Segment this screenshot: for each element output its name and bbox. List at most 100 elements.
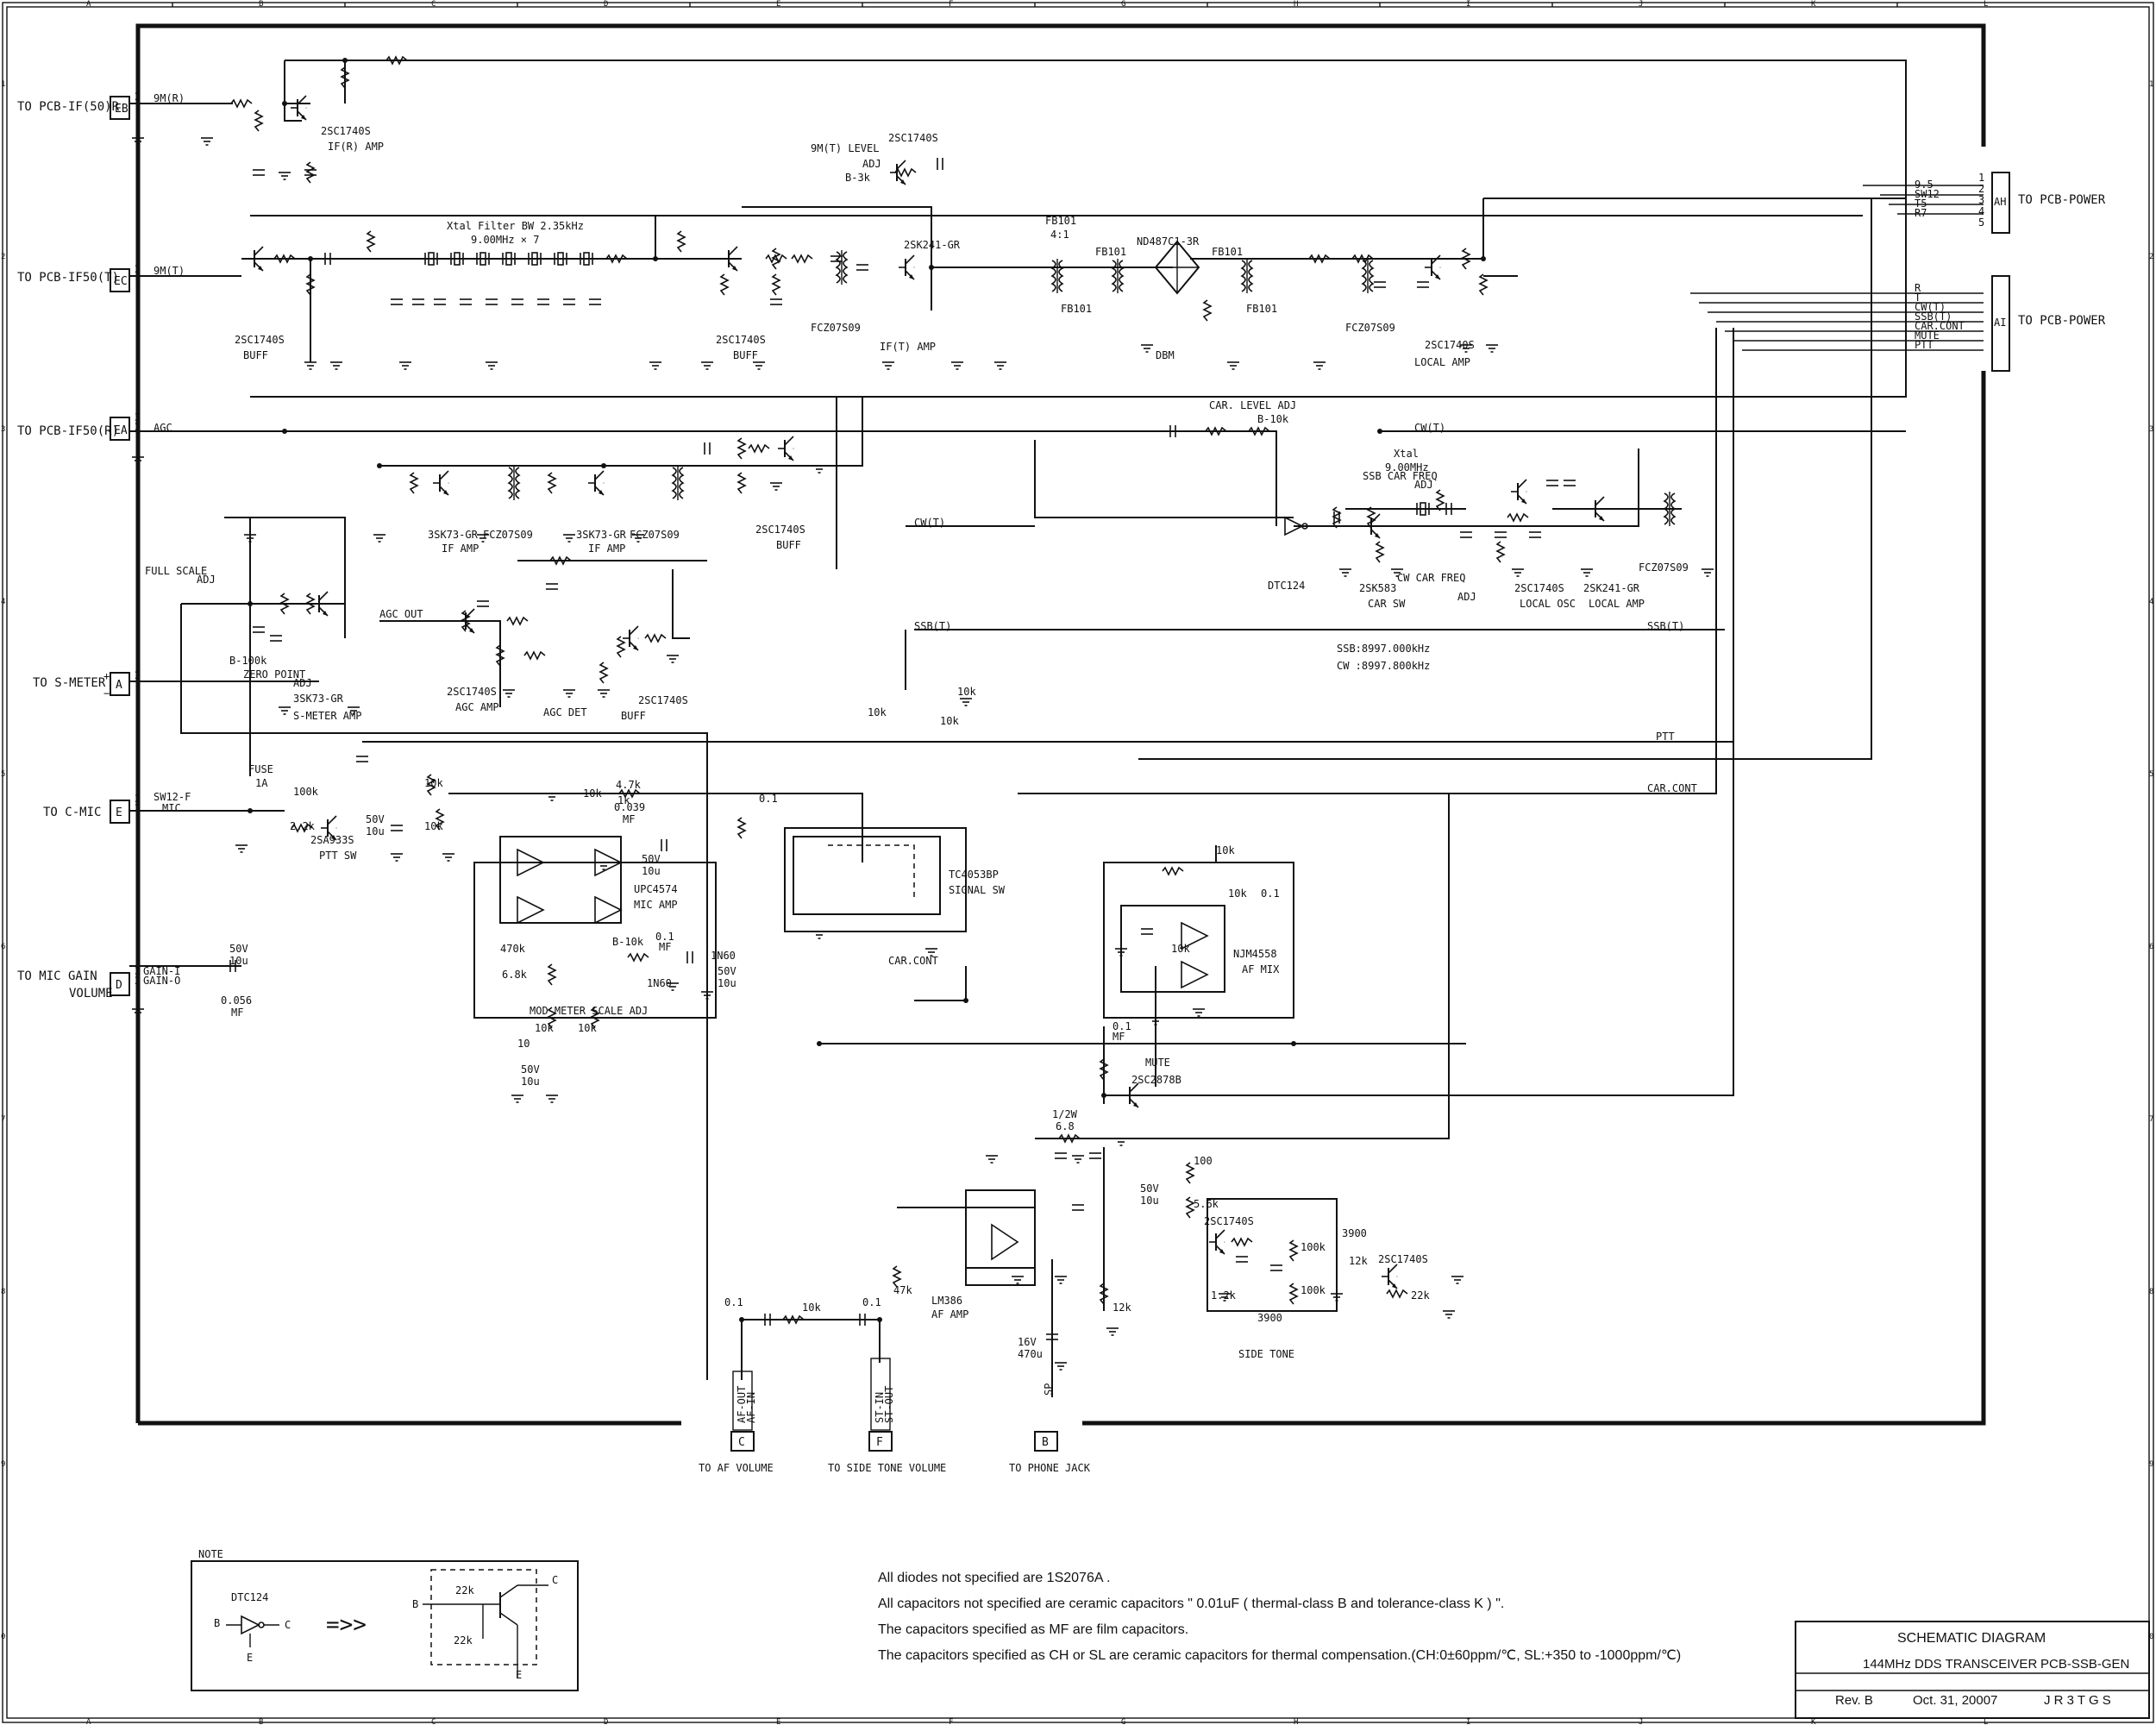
resistor-symbol [367, 230, 375, 253]
svg-text:10: 10 [517, 1038, 530, 1050]
resistor-symbol [1162, 867, 1184, 875]
svg-text:AGC AMP: AGC AMP [455, 701, 499, 713]
grid-row-right: 3 [2149, 425, 2153, 434]
resistor-symbol [548, 963, 556, 986]
ground-symbol [502, 689, 516, 698]
svg-text:AH: AH [1994, 196, 2006, 208]
junction-dot [377, 463, 382, 468]
svg-text:4:1: 4:1 [1050, 229, 1069, 241]
resistor-symbol [617, 636, 625, 658]
svg-text:4.7k: 4.7k [616, 779, 642, 791]
capacitor-symbol [661, 838, 667, 852]
svg-text:SW12-F: SW12-F [154, 791, 191, 803]
svg-text:2: 2 [135, 421, 141, 433]
svg-text:The capacitors specified as MF: The capacitors specified as MF are film … [878, 1622, 1188, 1637]
svg-text:16V: 16V [1018, 1336, 1037, 1348]
transistor-symbol [622, 625, 640, 651]
resistor-symbol [627, 953, 649, 962]
svg-text:10k: 10k [535, 1022, 554, 1034]
grid-row-left: 4 [1, 598, 5, 606]
svg-text:2SC1740S: 2SC1740S [321, 125, 371, 137]
svg-text:MF: MF [1112, 1031, 1125, 1043]
svg-text:2: 2 [135, 975, 141, 987]
ground-symbol [993, 361, 1007, 370]
svg-text:TO AF VOLUME: TO AF VOLUME [699, 1462, 774, 1474]
resistor-symbol [1203, 299, 1212, 322]
svg-text:BUFF: BUFF [621, 710, 646, 722]
svg-text:3: 3 [135, 411, 141, 423]
junction-dot [248, 601, 253, 606]
svg-text:IF AMP: IF AMP [442, 543, 479, 555]
svg-text:2: 2 [135, 263, 141, 275]
resistor-symbol [506, 617, 529, 625]
grid-row-left: 7 [1, 1115, 5, 1124]
svg-text:9M(R): 9M(R) [154, 92, 185, 104]
svg-text:9.5: 9.5 [1915, 179, 1934, 191]
dtc124-buffer: DTC124 [1268, 516, 1308, 592]
svg-text:1: 1 [135, 984, 141, 996]
svg-text:47k: 47k [893, 1284, 912, 1296]
capacitor-symbol [1494, 531, 1507, 538]
svg-text:FUSE: FUSE [248, 763, 273, 775]
svg-text:1: 1 [1978, 172, 1984, 184]
junction-dot [963, 998, 968, 1003]
svg-text:2: 2 [135, 669, 141, 681]
svg-text:1.2k: 1.2k [1211, 1289, 1237, 1302]
ground-symbol [1011, 1276, 1025, 1284]
svg-text:E: E [516, 1669, 522, 1681]
junction-dot [1101, 1093, 1106, 1098]
resistor-symbol [1186, 1162, 1194, 1184]
capacitor-symbol [1528, 531, 1542, 538]
svg-text:470k: 470k [500, 943, 526, 955]
svg-text:S-METER AMP: S-METER AMP [293, 710, 361, 722]
ground-symbol [769, 482, 783, 491]
svg-text:J R 3 T G S: J R 3 T G S [2044, 1693, 2111, 1708]
grid-col-bottom: E [776, 1718, 780, 1725]
svg-text:MF: MF [231, 1007, 243, 1019]
capacitor-symbol [390, 298, 404, 305]
svg-text:FCZ07S09: FCZ07S09 [1345, 322, 1395, 334]
resistor-symbol [737, 437, 746, 460]
svg-text:LOCAL AMP: LOCAL AMP [1589, 598, 1645, 610]
svg-text:10k: 10k [802, 1302, 821, 1314]
svg-text:BUFF: BUFF [733, 349, 758, 361]
capacitor-symbol [545, 583, 559, 590]
junction-dot [1377, 429, 1382, 434]
resistor-symbol [791, 254, 813, 263]
svg-text:T: T [1915, 292, 1921, 304]
svg-text:F: F [876, 1436, 883, 1449]
junction-dot [248, 808, 253, 813]
resistor-symbol [1186, 1196, 1194, 1219]
grid-row-left: 6 [1, 943, 5, 951]
capacitor-symbol [252, 626, 266, 633]
svg-text:UPC4574: UPC4574 [634, 883, 678, 895]
capacitor-symbol [686, 950, 693, 964]
svg-text:2SK241-GR: 2SK241-GR [904, 239, 961, 251]
ic-tc4053bp: TC4053BP SIGNAL SW [793, 836, 1006, 915]
svg-text:3: 3 [135, 793, 141, 805]
svg-text:CAR.CONT: CAR.CONT [888, 955, 938, 967]
connector-ah: AH TO PCB-POWER 1 2 3 4 5 9.5 SW12 T5 R7 [1915, 172, 2106, 234]
junction-dot [653, 256, 658, 261]
transistor-symbol [1208, 1229, 1226, 1255]
svg-text:100: 100 [1194, 1155, 1213, 1167]
svg-text:0.1: 0.1 [724, 1296, 743, 1308]
grid-col-bottom: K [1811, 1718, 1816, 1725]
resistor-symbol [1376, 541, 1384, 563]
svg-text:0.1: 0.1 [655, 931, 674, 943]
capacitor-symbol [459, 298, 473, 305]
resistor-symbol [1496, 541, 1505, 563]
svg-text:AGC DET: AGC DET [543, 706, 587, 718]
svg-text:DBM: DBM [1156, 349, 1175, 361]
resistor-symbol [1289, 1283, 1298, 1305]
grid-col-top: I [1466, 0, 1470, 9]
capacitor-symbol [1563, 480, 1576, 486]
svg-text:AF-OUT: AF-OUT [736, 1386, 748, 1423]
svg-text:3SK73-GR: 3SK73-GR [428, 529, 479, 541]
svg-text:EC: EC [114, 275, 128, 288]
svg-text:1k: 1k [617, 794, 630, 806]
svg-text:MIC AMP: MIC AMP [634, 899, 678, 911]
svg-text:2: 2 [1978, 183, 1984, 195]
transistor-symbol [777, 436, 795, 461]
svg-text:FCZ07S09: FCZ07S09 [1639, 561, 1689, 574]
